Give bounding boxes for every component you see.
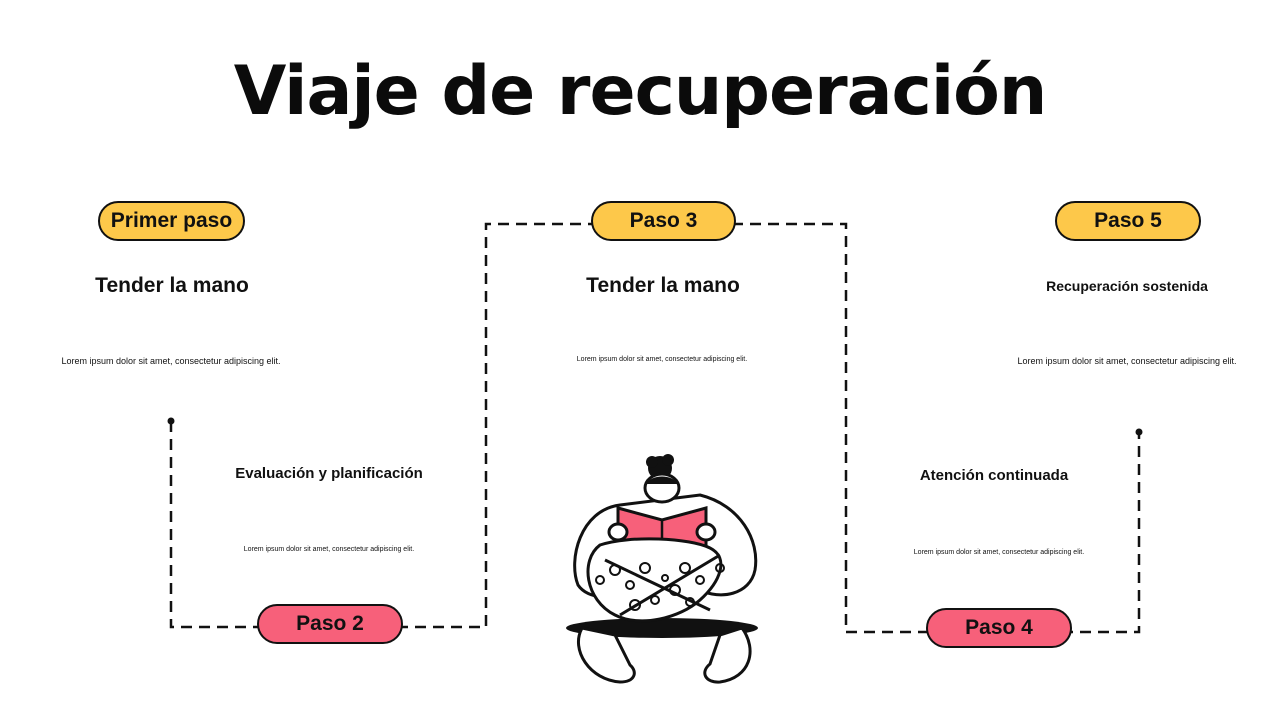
step-1-pill: Primer paso — [98, 201, 245, 241]
step-4-heading: Atención continuada — [919, 467, 1069, 484]
step-5-pill: Paso 5 — [1055, 201, 1201, 241]
person-reading-book-icon — [566, 454, 758, 684]
step-4-pill: Paso 4 — [926, 608, 1072, 648]
step-5-heading: Recuperación sostenida — [1046, 278, 1208, 294]
step-4-description: Lorem ipsum dolor sit amet, consectetur … — [913, 549, 1085, 556]
step-2-description: Lorem ipsum dolor sit amet, consectetur … — [243, 546, 415, 553]
step-1-description: Lorem ipsum dolor sit amet, consectetur … — [61, 356, 281, 366]
step-3-pill: Paso 3 — [591, 201, 736, 241]
step-5-description: Lorem ipsum dolor sit amet, consectetur … — [1017, 356, 1237, 366]
step-2-heading: Evaluación y planificación — [235, 465, 423, 482]
page-title: Viaje de recuperación — [233, 52, 1048, 131]
step-2-pill: Paso 2 — [257, 604, 403, 644]
step-1-heading: Tender la mano — [95, 274, 249, 297]
step-3-heading: Tender la mano — [586, 274, 740, 297]
step-3-description: Lorem ipsum dolor sit amet, consectetur … — [576, 356, 748, 363]
